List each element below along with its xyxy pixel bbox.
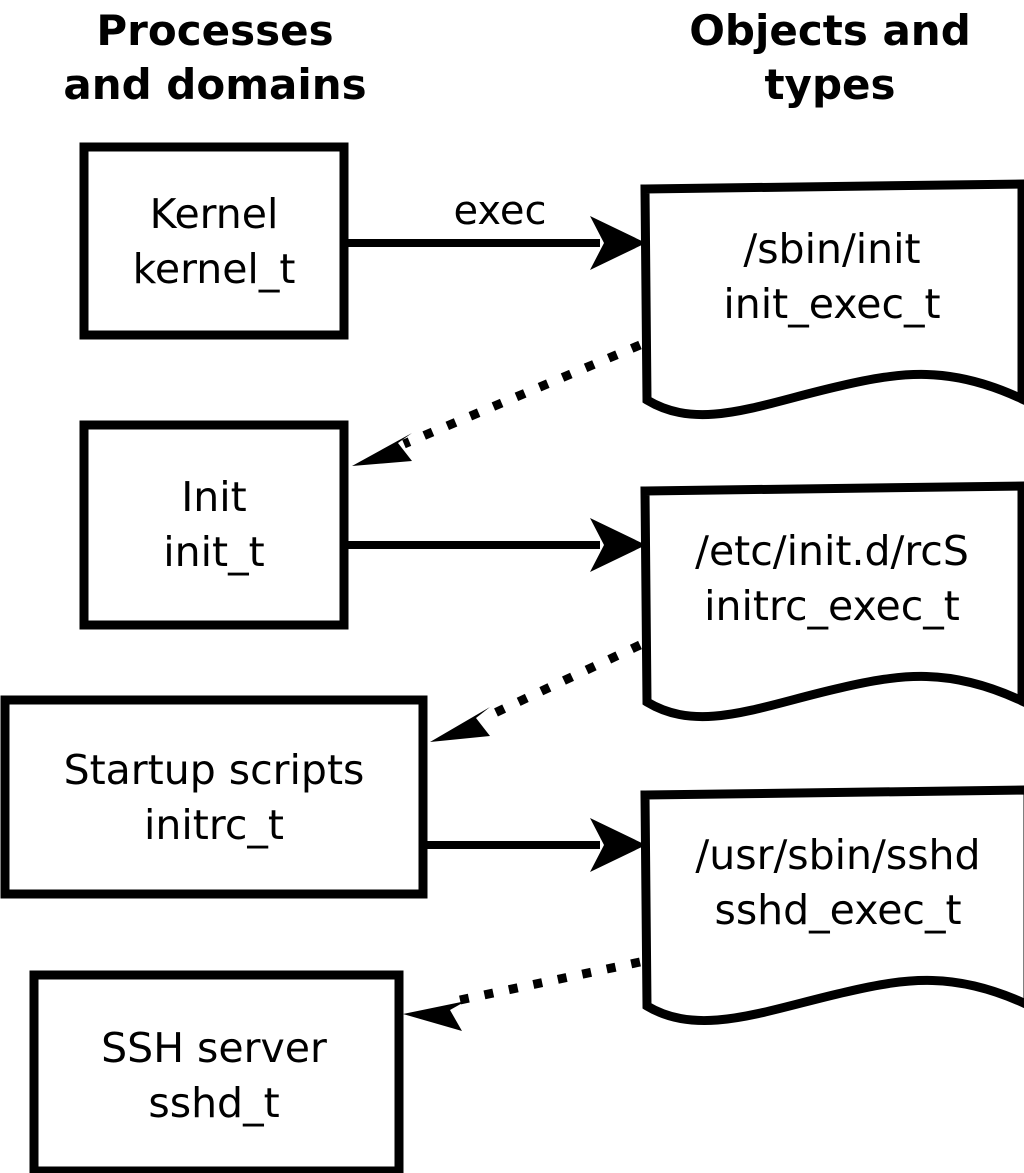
- process-node-init-line2: init_t: [163, 528, 264, 576]
- object-node-sbin-init-document[interactable]: [640, 179, 1024, 420]
- edge-sshd-exec-transition-sshd: [403, 957, 641, 1031]
- object-node-etc-initd-rcs-line1: /etc/init.d/rcS: [695, 527, 969, 575]
- arrow-head-initrc-transition: [430, 707, 490, 742]
- column-header-processes-line2: and domains: [63, 60, 366, 109]
- object-node-sbin-init-line1: /sbin/init: [743, 225, 920, 273]
- column-header-objects-line2: types: [764, 60, 895, 109]
- column-header-objects: Objects and types: [689, 6, 971, 109]
- arrow-head-initrc-exec: [590, 818, 646, 872]
- process-node-kernel-line1: Kernel: [150, 190, 279, 238]
- edge-init-exec-initrc-exec: [348, 518, 646, 572]
- process-node-ssh-server-box[interactable]: [29, 970, 404, 1173]
- process-node-ssh-server-line1: SSH server: [101, 1024, 327, 1072]
- process-node-startup-scripts-line1: Startup scripts: [64, 746, 365, 794]
- column-header-processes: Processes and domains: [63, 6, 366, 109]
- process-node-init-line1: Init: [181, 473, 247, 521]
- arrow-head-init-exec: [590, 518, 646, 572]
- arrow-head-kernel-exec: [590, 216, 646, 270]
- edge-initrc-exec-transition-initrc: [430, 640, 642, 742]
- edge-initrc-exec-sshd-exec: [427, 818, 646, 872]
- edge-line-sshd-transition: [459, 957, 641, 1005]
- process-node-startup-scripts[interactable]: Startup scripts initrc_t: [0, 695, 428, 899]
- edge-kernel-exec-init-exec: exec: [348, 188, 646, 270]
- edge-line-init-transition: [402, 340, 642, 449]
- process-node-startup-scripts-line2: initrc_t: [144, 801, 284, 849]
- process-node-ssh-server-line2: sshd_t: [148, 1079, 279, 1127]
- arrow-head-init-transition: [352, 433, 412, 466]
- arrow-head-sshd-transition: [403, 1001, 466, 1031]
- object-node-usr-sbin-sshd[interactable]: /usr/sbin/sshd sshd_exec_t: [640, 785, 1024, 1026]
- edge-init-exec-transition-init: [352, 340, 642, 466]
- process-node-kernel[interactable]: Kernel kernel_t: [79, 142, 349, 340]
- process-node-init-box[interactable]: [79, 420, 349, 630]
- object-node-usr-sbin-sshd-line2: sshd_exec_t: [714, 886, 961, 934]
- column-header-objects-line1: Objects and: [689, 6, 971, 55]
- column-header-processes-line1: Processes: [96, 6, 333, 55]
- process-node-startup-scripts-box[interactable]: [0, 695, 428, 899]
- object-node-sbin-init-line2: init_exec_t: [723, 280, 940, 328]
- object-node-sbin-init[interactable]: /sbin/init init_exec_t: [640, 179, 1024, 420]
- process-node-kernel-box[interactable]: [79, 142, 349, 340]
- object-node-etc-initd-rcs-line2: initrc_exec_t: [704, 582, 960, 630]
- object-node-usr-sbin-sshd-line1: /usr/sbin/sshd: [695, 831, 980, 879]
- process-node-init[interactable]: Init init_t: [79, 420, 349, 630]
- process-node-ssh-server[interactable]: SSH server sshd_t: [29, 970, 404, 1173]
- process-node-kernel-line2: kernel_t: [133, 245, 296, 293]
- object-node-usr-sbin-sshd-document[interactable]: [640, 785, 1024, 1026]
- edge-line-initrc-transition: [482, 640, 642, 723]
- object-node-etc-initd-rcs[interactable]: /etc/init.d/rcS initrc_exec_t: [640, 481, 1024, 722]
- edge-label-exec: exec: [454, 188, 547, 234]
- object-node-etc-initd-rcs-document[interactable]: [640, 481, 1024, 722]
